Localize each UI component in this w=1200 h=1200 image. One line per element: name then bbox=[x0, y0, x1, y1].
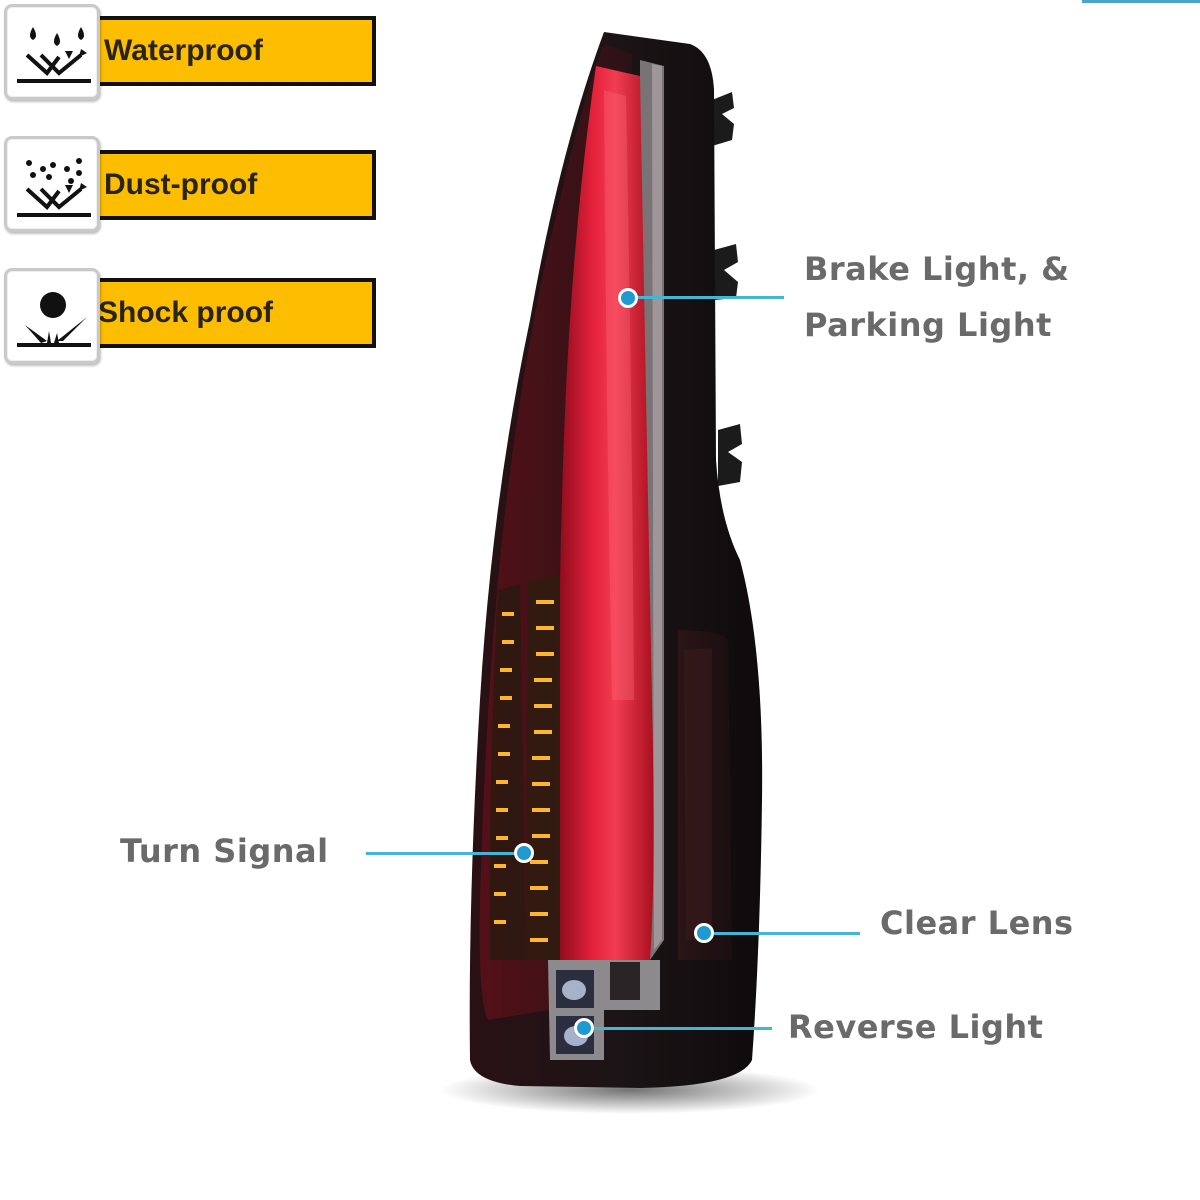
parking-light-label: Parking Light bbox=[804, 306, 1052, 344]
reverse-light-leader-line bbox=[584, 1027, 772, 1030]
brake-light-marker-dot bbox=[618, 288, 638, 308]
feature-dustproof: Dust-proof bbox=[4, 136, 384, 232]
turn-signal-leds bbox=[489, 574, 560, 960]
feature-icon-box bbox=[4, 268, 100, 364]
feature-label-bar: Waterproof bbox=[96, 16, 376, 86]
clear-lens-leader-line bbox=[704, 932, 860, 935]
feature-label: Shock proof bbox=[98, 296, 274, 329]
dust-particles-icon bbox=[17, 158, 91, 217]
reverse-light-marker-dot bbox=[574, 1018, 594, 1038]
turn-signal-marker-dot bbox=[514, 843, 534, 863]
feature-icon-box bbox=[4, 136, 100, 232]
feature-label-bar: Dust-proof bbox=[96, 150, 376, 220]
impact-ball-icon bbox=[17, 292, 91, 347]
feature-shockproof: Shock proof bbox=[4, 268, 384, 364]
feature-icon-box bbox=[4, 4, 100, 100]
water-drops-icon bbox=[17, 27, 91, 83]
brake-light-label: Brake Light, & bbox=[804, 250, 1070, 288]
clear-lens-marker-dot bbox=[694, 923, 714, 943]
top-edge-accent-line bbox=[1082, 0, 1200, 3]
brake-light-leader-line bbox=[628, 296, 784, 299]
turn-signal-leader-line bbox=[366, 852, 524, 855]
feature-label: Dust-proof bbox=[104, 168, 258, 201]
turn-signal-label: Turn Signal bbox=[120, 832, 329, 870]
reverse-light-label: Reverse Light bbox=[788, 1008, 1044, 1046]
clear-lens-label: Clear Lens bbox=[880, 904, 1074, 942]
feature-label-bar: Shock proof bbox=[96, 278, 376, 348]
feature-waterproof: Waterproof bbox=[4, 4, 384, 100]
feature-label: Waterproof bbox=[104, 34, 263, 67]
